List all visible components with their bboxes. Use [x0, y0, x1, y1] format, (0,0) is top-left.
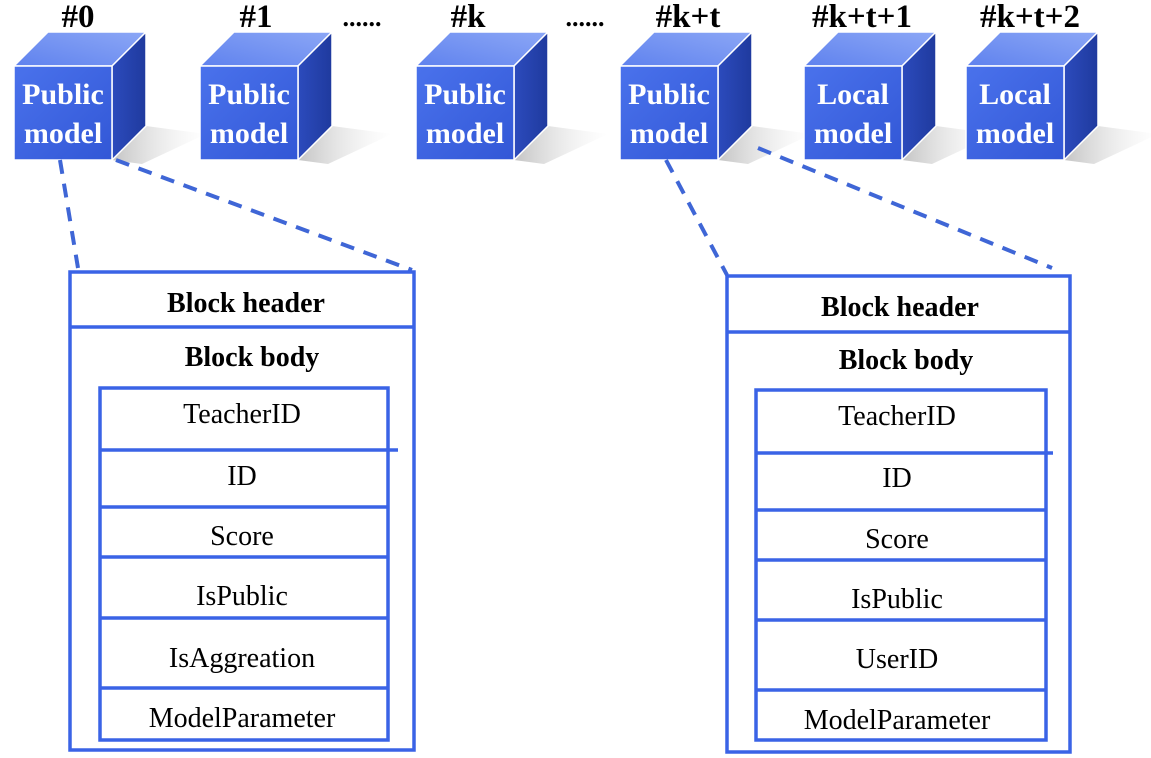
- cube-front-face: [965, 65, 1065, 161]
- field-label: TeacherID: [183, 399, 301, 430]
- block-detail-left: Block header Block body TeacherID ID Sco…: [68, 270, 416, 752]
- block-number-label: #k+t: [656, 0, 721, 35]
- block-cube: Local model: [802, 30, 996, 164]
- block-cube: Public model: [198, 30, 392, 164]
- block-header-label: Block header: [167, 288, 325, 319]
- cube-label-line2: model: [426, 117, 504, 150]
- cube-front-face: [803, 65, 903, 161]
- cube-front-face: [619, 65, 719, 161]
- block-cube: Public model: [618, 30, 812, 164]
- block-body-label: Block body: [839, 345, 974, 376]
- field-label: IsPublic: [196, 581, 288, 612]
- cube-shadow: [298, 126, 392, 164]
- cube-label-line2: model: [814, 117, 892, 150]
- cube-label-line2: model: [210, 117, 288, 150]
- cube-label-line2: model: [976, 117, 1054, 150]
- cube-front-face: [13, 65, 113, 161]
- block-header-label: Block header: [821, 292, 979, 323]
- field-label: UserID: [856, 644, 938, 675]
- field-label: Score: [210, 521, 274, 552]
- cube-front-face: [415, 65, 515, 161]
- ellipsis-separator: ......: [566, 3, 605, 32]
- block-detail-right: Block header Block body TeacherID ID Sco…: [725, 274, 1072, 754]
- cube-label-line1: Local: [817, 78, 889, 111]
- block-number-label: #k+t+2: [980, 0, 1080, 35]
- ellipsis-separator: ......: [343, 3, 382, 32]
- fields-table: [754, 388, 1048, 742]
- cube-shadow: [112, 126, 206, 164]
- field-label: Score: [865, 524, 929, 555]
- fields-table: [98, 386, 390, 742]
- block-outline: [725, 274, 1072, 754]
- cube-shadow: [514, 126, 608, 164]
- cube-label-line2: model: [24, 117, 102, 150]
- dashed-connector-line: [664, 159, 729, 276]
- cube-label-line1: Public: [628, 78, 710, 111]
- connector-lines: [58, 146, 1053, 276]
- block-outline: [68, 270, 416, 752]
- block-cube: Public model: [414, 30, 608, 164]
- block-cube: Public model: [12, 30, 206, 164]
- block-cubes: Public model Public model Public model Public m…: [12, 30, 1151, 164]
- cube-label-line1: Public: [22, 78, 104, 111]
- block-number-label: #1: [240, 0, 273, 35]
- cube-label-line1: Public: [208, 78, 290, 111]
- block-body-label: Block body: [185, 342, 320, 373]
- block-number-label: #0: [62, 0, 95, 35]
- block-labels: #0 #1 #k #k+t #k+t+1 #k+t+2 ...... .....…: [62, 0, 1080, 35]
- block-number-label: #k: [451, 0, 487, 35]
- field-label: ID: [227, 461, 257, 492]
- block-cube: Local model: [964, 30, 1151, 164]
- cube-label-line2: model: [630, 117, 708, 150]
- dashed-connector-line: [115, 158, 413, 272]
- dashed-connector-line: [58, 159, 80, 269]
- block-number-label: #k+t+1: [812, 0, 912, 35]
- cube-shadow: [718, 126, 812, 164]
- cube-label-line1: Public: [424, 78, 506, 111]
- field-label: TeacherID: [838, 401, 956, 432]
- field-label: ModelParameter: [804, 705, 991, 736]
- field-label: IsAggreation: [169, 643, 315, 674]
- cube-front-face: [199, 65, 299, 161]
- cube-shadow: [1064, 126, 1151, 164]
- field-label: ModelParameter: [149, 703, 336, 734]
- cube-label-line1: Local: [979, 78, 1051, 111]
- dashed-connector-line: [757, 146, 1053, 270]
- field-label: IsPublic: [851, 584, 943, 615]
- field-label: ID: [882, 463, 912, 494]
